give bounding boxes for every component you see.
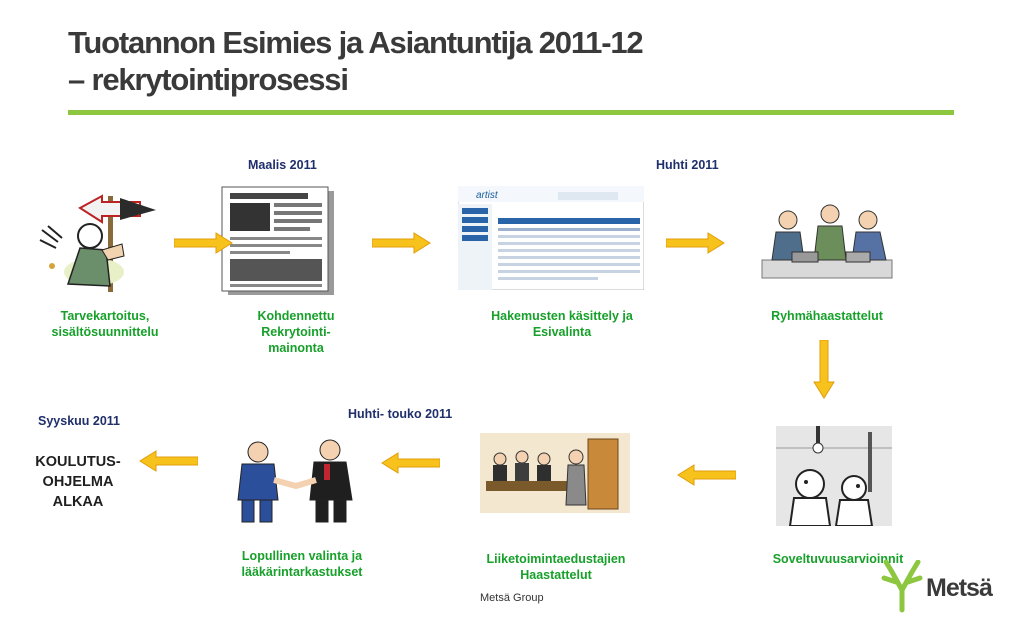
caption-line: Soveltuvuusarvioinnit <box>772 552 904 566</box>
logo-wordmark: Metsä <box>926 574 993 602</box>
slide-title: Tuotannon Esimies ja Asiantuntija 2011-1… <box>68 24 968 98</box>
caption-line: mainonta <box>268 341 324 355</box>
business-interview-illustration <box>480 433 630 513</box>
group-interview-illustration <box>761 204 893 279</box>
arrow-left-1 <box>677 464 736 486</box>
arrow-down <box>813 340 835 399</box>
program-line: OHJELMA <box>42 474 114 490</box>
date-march: Maalis 2011 <box>248 158 317 172</box>
arrow-left-2 <box>381 452 440 474</box>
caption-needs-analysis: Tarvekartoitus, sisältösuunnittelu <box>30 308 180 340</box>
handshake-illustration <box>237 439 353 523</box>
caption-line: Rekrytointi- <box>261 325 331 339</box>
caption-line: Tarvekartoitus, <box>60 309 150 323</box>
caption-line: Haastattelut <box>520 568 592 582</box>
newspaper-ad-image <box>221 186 334 295</box>
program-line: KOULUTUS- <box>35 454 121 470</box>
date-september: Syyskuu 2011 <box>38 414 121 428</box>
arrow-left-3 <box>139 450 198 472</box>
arrow-right-1 <box>174 232 233 254</box>
signpost-illustration <box>39 194 156 292</box>
caption-application-screening: Hakemusten käsittely ja Esivalinta <box>462 308 662 340</box>
caption-targeted-advertising: Kohdennettu Rekrytointi- mainonta <box>226 308 366 356</box>
arrow-right-2 <box>372 232 431 254</box>
caption-business-interviews: Liiketoimintaedustajien Haastattelut <box>466 551 646 583</box>
caption-line: lääkärintarkastukset <box>241 565 363 579</box>
caption-line: Lopullinen valinta ja <box>241 549 363 563</box>
title-line-1: Tuotannon Esimies ja Asiantuntija 2011-1… <box>68 25 644 60</box>
title-divider <box>68 110 954 115</box>
metsa-antler-logo <box>881 560 923 613</box>
footer-text: Metsä Group <box>480 592 544 604</box>
website-brand-text: artist <box>476 190 499 201</box>
caption-line: sisältösuunnittelu <box>51 325 159 339</box>
caption-line: Hakemusten käsittely ja <box>491 309 633 323</box>
training-program-starts: KOULUTUS- OHJELMA ALKAA <box>18 452 138 512</box>
caption-line: Kohdennettu <box>257 309 335 323</box>
caption-group-interviews: Ryhmähaastattelut <box>752 308 902 324</box>
date-april: Huhti 2011 <box>656 158 719 172</box>
caption-final-selection: Lopullinen valinta ja lääkärintarkastuks… <box>214 548 390 580</box>
aptitude-assessment-cartoon <box>776 426 892 526</box>
date-april-may: Huhti- touko 2011 <box>348 407 453 421</box>
caption-line: Liiketoimintaedustajien <box>486 552 626 566</box>
caption-aptitude-assessment: Soveltuvuusarvioinnit <box>752 551 924 567</box>
recruitment-website-screenshot: artist <box>458 186 644 290</box>
title-line-2: – rekrytointiprosessi <box>68 62 349 97</box>
program-line: ALKAA <box>52 494 104 510</box>
caption-line: Esivalinta <box>532 325 592 339</box>
arrow-right-3 <box>666 232 725 254</box>
caption-line: Ryhmähaastattelut <box>771 309 883 323</box>
